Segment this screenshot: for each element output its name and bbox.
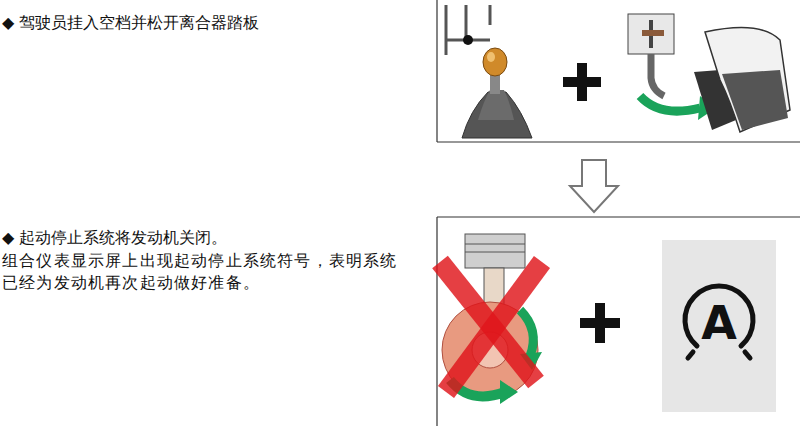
step-text: ◆ 驾驶员挂入空档并松开离合器踏板 <box>2 12 402 34</box>
step-description: 组合仪表显示屏上出现起动停止系统符号，表明系统已经为发动机再次起动做好准备。 <box>2 250 402 294</box>
engine-stop <box>440 234 542 404</box>
flow-arrow <box>570 160 618 212</box>
gear-shifter <box>446 5 532 138</box>
plus-sign <box>580 303 620 343</box>
start-stop-icon <box>685 286 753 358</box>
step-text: ◆ 起动停止系统将发动机关闭。 <box>2 227 402 249</box>
symbol-letter: A <box>694 300 744 346</box>
panel-frame <box>437 0 800 426</box>
plus-sign <box>563 63 601 101</box>
symbol-panel <box>662 240 776 412</box>
clutch-pedal <box>628 14 790 132</box>
